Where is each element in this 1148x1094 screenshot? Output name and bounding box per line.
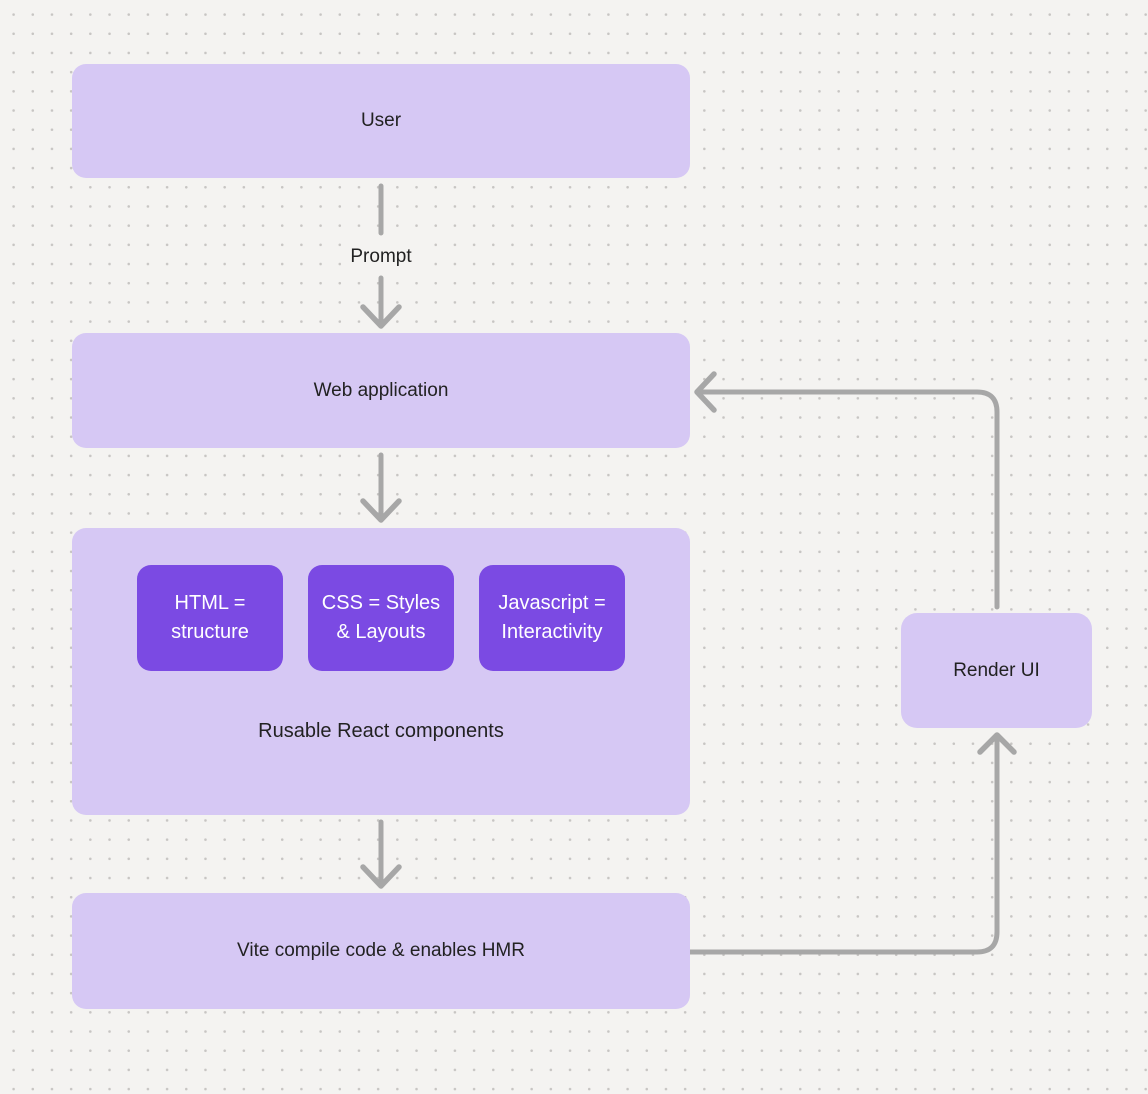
edge-label-prompt: Prompt: [342, 243, 420, 271]
arrow-left-icon: [694, 371, 717, 413]
node-label: Render UI: [953, 659, 1040, 681]
node-components-group[interactable]: HTML = structure CSS = Styles & Layouts …: [72, 528, 690, 815]
node-label: Web application: [313, 379, 449, 401]
node-css-chip[interactable]: CSS = Styles & Layouts: [308, 565, 454, 671]
node-javascript-chip[interactable]: Javascript = Interactivity: [479, 565, 625, 671]
node-label: User: [360, 110, 402, 131]
arrow-down-icon: [360, 498, 402, 523]
node-label: CSS = Styles & Layouts: [321, 592, 441, 643]
edge-web-app-to-components: [360, 452, 402, 523]
node-label: Javascript = Interactivity: [498, 592, 606, 643]
edge-render-ui-to-web-app: [694, 371, 1000, 610]
components-chip-row: HTML = structure CSS = Styles & Layouts …: [137, 565, 625, 671]
node-html-chip[interactable]: HTML = structure: [137, 565, 283, 671]
node-render-ui[interactable]: Render UI: [901, 613, 1092, 728]
edge-components-to-vite: [360, 819, 402, 889]
node-user[interactable]: User: [72, 64, 690, 178]
node-label: HTML = structure: [171, 592, 249, 643]
arrow-up-icon: [977, 732, 1017, 755]
node-label: Vite compile code & enables HMR: [237, 940, 525, 961]
edge-prompt-to-web-app: [360, 275, 402, 329]
arrow-down-icon: [360, 304, 402, 329]
group-caption: Rusable React components: [258, 720, 504, 742]
edge-vite-to-render-ui: [687, 732, 1017, 955]
node-web-application[interactable]: Web application: [72, 333, 690, 448]
node-vite[interactable]: Vite compile code & enables HMR: [72, 893, 690, 1009]
arrow-down-icon: [360, 864, 402, 889]
